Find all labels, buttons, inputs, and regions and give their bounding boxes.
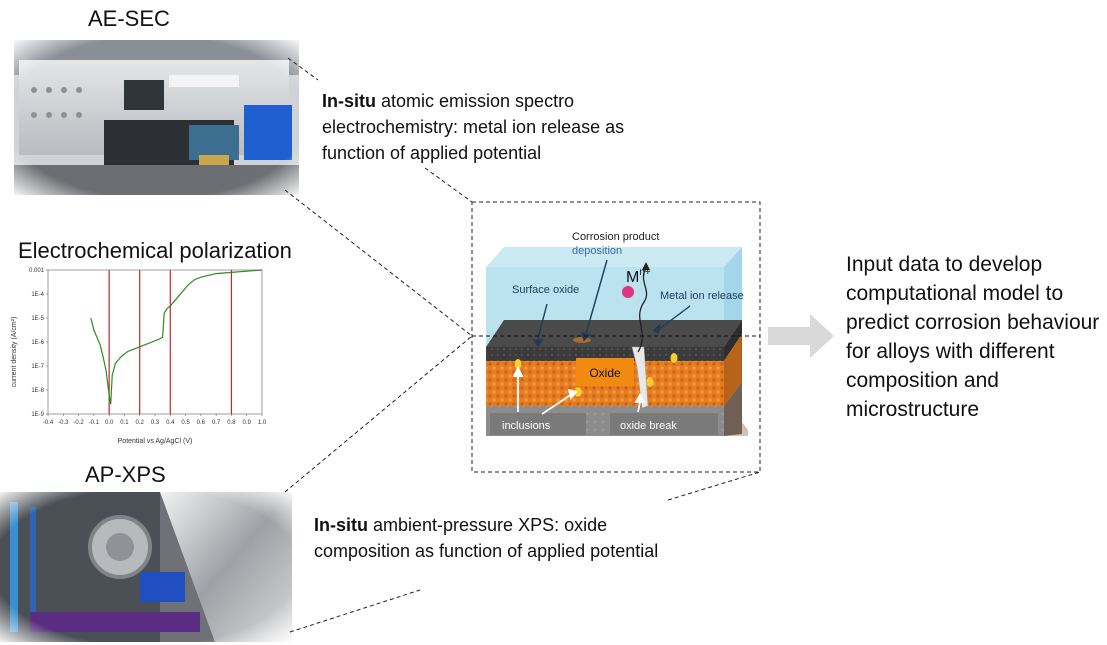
metal-ion-release-label: Metal ion release xyxy=(660,290,744,302)
chart-y-tick-label: 1E-8 xyxy=(31,388,44,394)
oxide-break-crack xyxy=(631,346,649,409)
oxide-break-label-box xyxy=(610,413,718,435)
oxide-break-label: oxide break xyxy=(620,420,677,432)
output-description: Input data to develop computational mode… xyxy=(846,253,1100,421)
metal-ion xyxy=(622,286,634,298)
schematic-frame xyxy=(471,201,761,473)
corrosion-schematic: Oxide inclusions oxide break Corrosion p… xyxy=(472,231,760,436)
deposition-arrow xyxy=(585,259,608,335)
chart-x-label: Potential vs Ag/AgCl (V) xyxy=(118,438,193,445)
corrosion-product-label: Corrosion product xyxy=(572,231,659,243)
oxide-break-arrow xyxy=(637,401,641,413)
ap-xps-label: AP-XPS xyxy=(85,462,166,487)
chart-y-ticks: 0.001 1E-4 1E-5 1E-6 1E-7 1E-8 1E-9 xyxy=(29,268,48,418)
ion-release-path xyxy=(637,267,648,353)
chart-x-tick-label: 0.4 xyxy=(166,420,175,426)
chart-y-label: current density (A/cm²) xyxy=(11,317,18,388)
chart-x-ticks: -0.4 -0.3 -0.2 -0.1 0.0 0.1 0.2 0.3 0.4 0.5 0.6 0.7… xyxy=(43,414,267,426)
chart-y-tick-label: 1E-7 xyxy=(31,364,44,370)
connector-xps-bottom xyxy=(289,589,421,633)
oxide-label-box xyxy=(576,358,634,386)
chart-x-tick-label: 0.1 xyxy=(120,420,129,426)
chart-y-tick-label: 1E-5 xyxy=(31,316,44,322)
connector-xps-schematic xyxy=(284,335,473,493)
connector-ae-schematic xyxy=(284,189,473,337)
chart-x-tick-label: -0.2 xyxy=(73,420,84,426)
polarization-label: Electrochemical polarization xyxy=(18,238,292,263)
chart-x-tick-label: -0.4 xyxy=(43,420,54,426)
chart-x-tick-label: 0.9 xyxy=(243,420,252,426)
inclusion-dot xyxy=(646,377,654,387)
surface-oxide-label: Surface oxide xyxy=(512,284,579,296)
inclusions-label: inclusions xyxy=(502,420,551,432)
inclusion-dot xyxy=(514,359,522,369)
surface-oxide-arrow xyxy=(537,303,548,339)
chart-y-tick-label: 0.001 xyxy=(29,268,45,274)
ap-xps-description: In-situ ambient-pressure XPS: oxide comp… xyxy=(314,515,659,561)
corrosion-product-deposit xyxy=(573,337,591,343)
ae-sec-description: In-situ atomic emission spectro electroc… xyxy=(322,91,625,163)
connector-ae-top xyxy=(287,57,319,81)
deposition-label: deposition xyxy=(572,245,622,257)
inclusion-dot xyxy=(670,353,678,363)
chart-x-tick-label: 0.3 xyxy=(151,420,160,426)
output-arrow xyxy=(768,314,834,358)
chart-series-line xyxy=(90,269,263,405)
chart-x-tick-label: 0.7 xyxy=(212,420,221,426)
oxide-label: Oxide xyxy=(589,366,621,380)
chart-y-tick-label: 1E-4 xyxy=(31,292,44,298)
ap-xps-photo xyxy=(0,492,292,642)
chart-x-tick-label: -0.3 xyxy=(58,420,69,426)
connector-xps-desc xyxy=(667,471,761,501)
chart-x-tick-label: 1.0 xyxy=(258,420,267,426)
chart-x-tick-label: -0.1 xyxy=(89,420,100,426)
chart-x-tick-label: 0.2 xyxy=(136,420,145,426)
connector-ae-desc xyxy=(424,167,473,203)
surface-oxide-top xyxy=(486,320,742,347)
surface-oxide-layer xyxy=(486,347,724,361)
ae-sec-label: AE-SEC xyxy=(88,6,170,31)
inclusions-label-box xyxy=(490,413,586,435)
chart-x-tick-label: 0.6 xyxy=(197,420,206,426)
inclusion-arrow-2 xyxy=(541,393,573,415)
chart-y-tick-label: 1E-9 xyxy=(31,412,44,418)
ae-sec-photo xyxy=(14,40,299,195)
chart-y-tick-label: 1E-6 xyxy=(31,340,44,346)
chart-x-tick-label: 0.0 xyxy=(105,420,114,426)
ion-symbol: Mn+ xyxy=(626,267,651,286)
chart-x-tick-label: 0.5 xyxy=(181,420,190,426)
chart-vertical-lines xyxy=(108,270,233,414)
inclusion-dot xyxy=(574,387,582,397)
chart-x-tick-label: 0.8 xyxy=(227,420,236,426)
water-top-face xyxy=(486,247,742,267)
polarization-chart: -0.4 -0.3 -0.2 -0.1 0.0 0.1 0.2 0.3 0.4 0.5 0.6 0.7… xyxy=(11,268,267,445)
metal-ion-release-arrow xyxy=(657,305,691,331)
